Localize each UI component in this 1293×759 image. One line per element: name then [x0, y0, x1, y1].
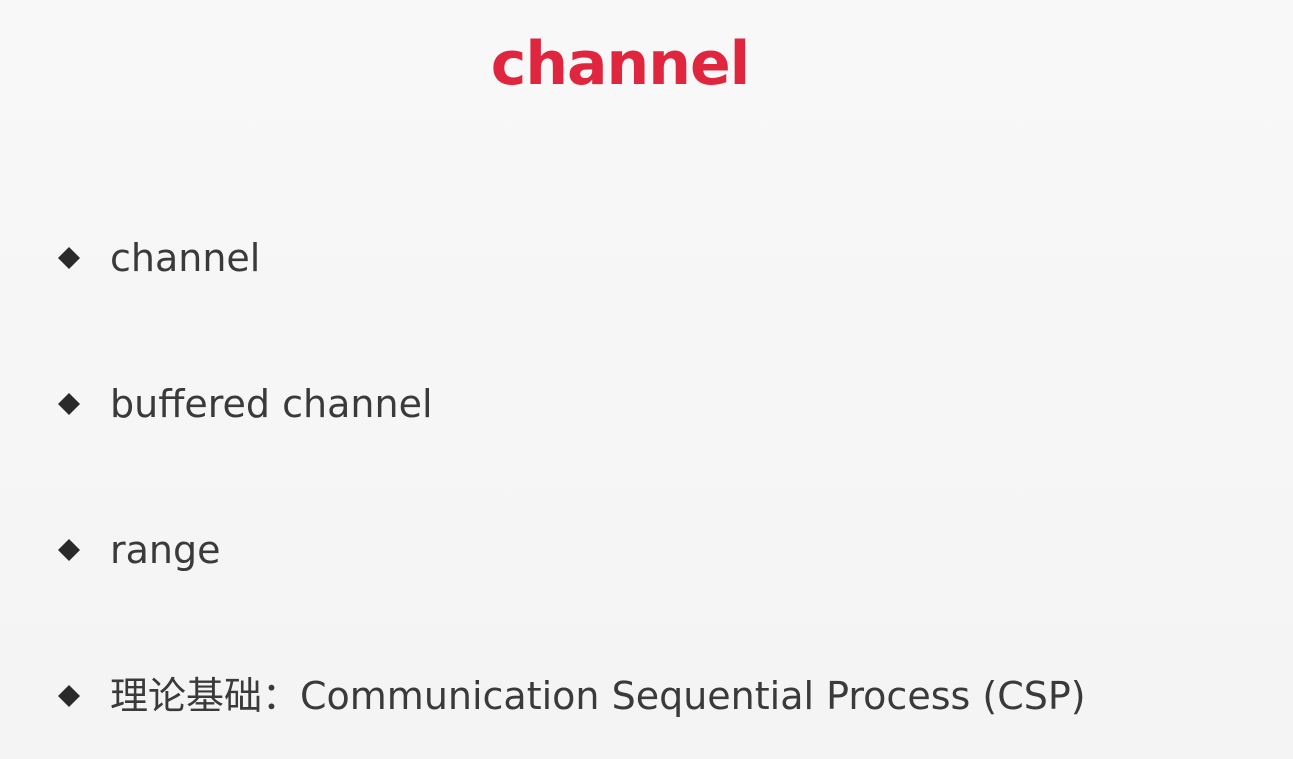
bullet-item-channel: channel	[58, 230, 260, 286]
diamond-bullet-icon	[58, 393, 80, 415]
bullet-text: buffered channel	[110, 382, 433, 426]
slide-title: channel	[490, 29, 750, 99]
bullet-text: channel	[110, 236, 261, 280]
bullet-text: 理论基础：Communication Sequential Process (C…	[110, 674, 1086, 718]
bullet-text: range	[110, 528, 221, 572]
diamond-bullet-icon	[58, 247, 80, 269]
bullet-item-range: range	[58, 522, 221, 578]
diamond-bullet-icon	[58, 539, 80, 561]
bullet-item-csp-theory: 理论基础：Communication Sequential Process (C…	[58, 668, 1086, 724]
diamond-bullet-icon	[58, 685, 80, 707]
bullet-item-buffered-channel: buffered channel	[58, 376, 433, 432]
